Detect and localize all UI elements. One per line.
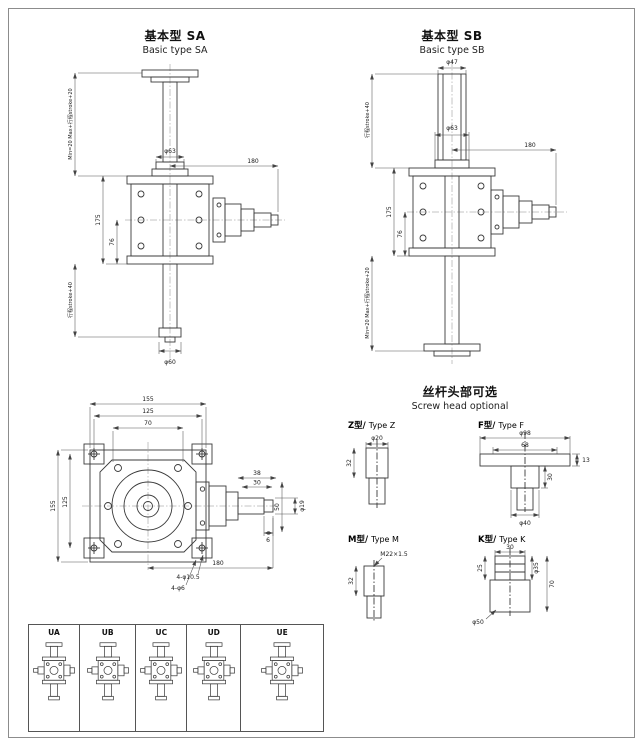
tv-dim-155-top: 155 bbox=[142, 396, 154, 403]
sa-dim-stroke-bottom: 行程stroke+40 bbox=[67, 282, 74, 318]
tv-dim-125-top: 125 bbox=[142, 408, 154, 415]
screw-head-section: 丝杆头部可选 Screw head optional Z型/Type Z φ20… bbox=[330, 383, 615, 628]
tv-dim-155-left: 155 bbox=[50, 500, 57, 512]
sb-dim-76: 76 bbox=[397, 230, 404, 238]
sa-dim-phi60: φ60 bbox=[164, 359, 176, 366]
sa-dim-175: 175 bbox=[95, 214, 102, 226]
type-f-dim-30: 30 bbox=[547, 473, 554, 481]
sb-subtitle: Basic type SB bbox=[419, 45, 485, 56]
tv-dim-phi19: φ19 bbox=[299, 500, 306, 512]
sa-dim-180: 180 bbox=[247, 158, 259, 165]
variant-ub-drawing bbox=[83, 638, 133, 710]
screw-head-title: 丝杆头部可选 bbox=[422, 385, 498, 399]
sb-dimensions: φ47 φ63 180 行程stroke+40 175 76 Min=20 Ma… bbox=[364, 59, 557, 352]
type-k-dim-70: 70 bbox=[549, 580, 556, 588]
tv-dim-50: 50 bbox=[274, 503, 281, 511]
type-z-geometry bbox=[365, 440, 389, 508]
type-k-dim-phi50: φ50 bbox=[472, 619, 484, 626]
sa-drawing-svg: 180 φ63 Min=20 Max+行程stroke+20 175 76 行程… bbox=[67, 64, 285, 366]
variants-panel: UA UB UC UD UE bbox=[28, 624, 324, 732]
variant-cell-ub: UB bbox=[80, 625, 137, 731]
variant-cell-ua: UA bbox=[29, 625, 80, 731]
type-m-dim-32: 32 bbox=[348, 577, 355, 585]
top-view-svg: 155 125 70 155 125 38 30 50 φ19 bbox=[50, 396, 306, 592]
variant-ue-drawing bbox=[257, 638, 307, 710]
tv-dim-180: 180 bbox=[212, 560, 224, 567]
tv-dim-6: 6 bbox=[266, 537, 270, 544]
sb-dim-180: 180 bbox=[524, 142, 536, 149]
variant-uc-drawing bbox=[136, 638, 186, 710]
sb-title-block: 基本型 SB Basic type SB bbox=[362, 27, 542, 56]
sb-dim-phi63: φ63 bbox=[446, 125, 458, 132]
variant-label-ub: UB bbox=[101, 628, 114, 637]
sb-dim-175: 175 bbox=[386, 206, 393, 218]
sa-dim-phi63: φ63 bbox=[164, 148, 176, 155]
type-m-label: M型/Type M bbox=[348, 534, 399, 545]
variant-label-ua: UA bbox=[48, 628, 60, 637]
type-z-dim-32: 32 bbox=[346, 459, 353, 467]
tv-dim-30: 30 bbox=[253, 480, 261, 487]
tv-dim-holes-a: 4-φ10.5 bbox=[176, 574, 199, 581]
type-k-label: K型/Type K bbox=[478, 534, 526, 545]
type-m-dims: M22×1.5 32 bbox=[348, 551, 408, 597]
screw-head-svg: Z型/Type Z φ20 32 F型/Type F φ98 bbox=[346, 420, 590, 626]
type-f-dim-13: 13 bbox=[582, 457, 590, 464]
variant-label-ue: UE bbox=[276, 628, 288, 637]
variant-label-uc: UC bbox=[155, 628, 168, 637]
page-border-frame bbox=[8, 8, 635, 738]
sb-title: 基本型 SB bbox=[421, 29, 483, 43]
tv-dim-holes-b: 4-φ6 bbox=[171, 585, 185, 592]
type-k-geometry bbox=[489, 548, 531, 616]
top-view-centerlines bbox=[82, 442, 278, 570]
sa-title-block: 基本型 SA Basic type SA bbox=[85, 27, 265, 56]
variant-cell-uc: UC bbox=[136, 625, 188, 731]
type-k-dim-phi35: φ35 bbox=[533, 562, 540, 574]
type-f-dim-phi40: φ40 bbox=[519, 520, 531, 527]
type-z-dim-phi20: φ20 bbox=[371, 435, 383, 442]
type-z-dims: φ20 32 bbox=[346, 435, 389, 479]
type-k-dim-30: 30 bbox=[506, 544, 514, 551]
top-view-dimensions: 155 125 70 155 125 38 30 50 φ19 bbox=[50, 396, 306, 592]
tv-dim-70: 70 bbox=[144, 420, 152, 427]
sb-drawing-svg: φ47 φ63 180 行程stroke+40 175 76 Min=20 Ma… bbox=[364, 59, 567, 364]
sa-dim-76: 76 bbox=[109, 238, 116, 246]
variant-cell-ue: UE bbox=[241, 625, 323, 731]
variant-ua-drawing bbox=[29, 638, 79, 710]
variant-label-ud: UD bbox=[207, 628, 220, 637]
type-k-dim-25: 25 bbox=[477, 564, 484, 572]
sb-dim-phi47: φ47 bbox=[446, 59, 458, 66]
sb-geometry bbox=[408, 73, 557, 357]
sa-subtitle: Basic type SA bbox=[142, 45, 208, 56]
type-f-geometry bbox=[479, 432, 571, 512]
tv-dim-125-left: 125 bbox=[62, 496, 69, 508]
top-view-geometry bbox=[83, 443, 274, 563]
tv-dim-38: 38 bbox=[253, 470, 261, 477]
sa-dimensions: 180 φ63 Min=20 Max+行程stroke+20 175 76 行程… bbox=[67, 72, 279, 366]
sb-dim-stroke-top: 行程stroke+40 bbox=[364, 102, 371, 138]
type-f-dims: φ98 68 13 30 φ40 bbox=[479, 430, 590, 527]
sa-centerlines bbox=[125, 64, 285, 360]
screw-head-subtitle: Screw head optional bbox=[411, 401, 509, 412]
sa-dim-stroke-top: Min=20 Max+行程stroke+20 bbox=[67, 88, 74, 159]
variant-ud-drawing bbox=[189, 638, 239, 710]
sb-centerlines bbox=[407, 60, 567, 364]
type-m-geometry bbox=[363, 560, 385, 622]
sb-dim-stroke-bottom: Min=20 Max+行程stroke+20 bbox=[364, 267, 371, 338]
type-m-dim-thread: M22×1.5 bbox=[380, 551, 408, 558]
type-f-label: F型/Type F bbox=[478, 420, 524, 431]
sa-geometry bbox=[126, 69, 279, 343]
sa-title: 基本型 SA bbox=[144, 29, 206, 43]
variant-cell-ud: UD bbox=[187, 625, 242, 731]
type-z-label: Z型/Type Z bbox=[348, 420, 396, 431]
